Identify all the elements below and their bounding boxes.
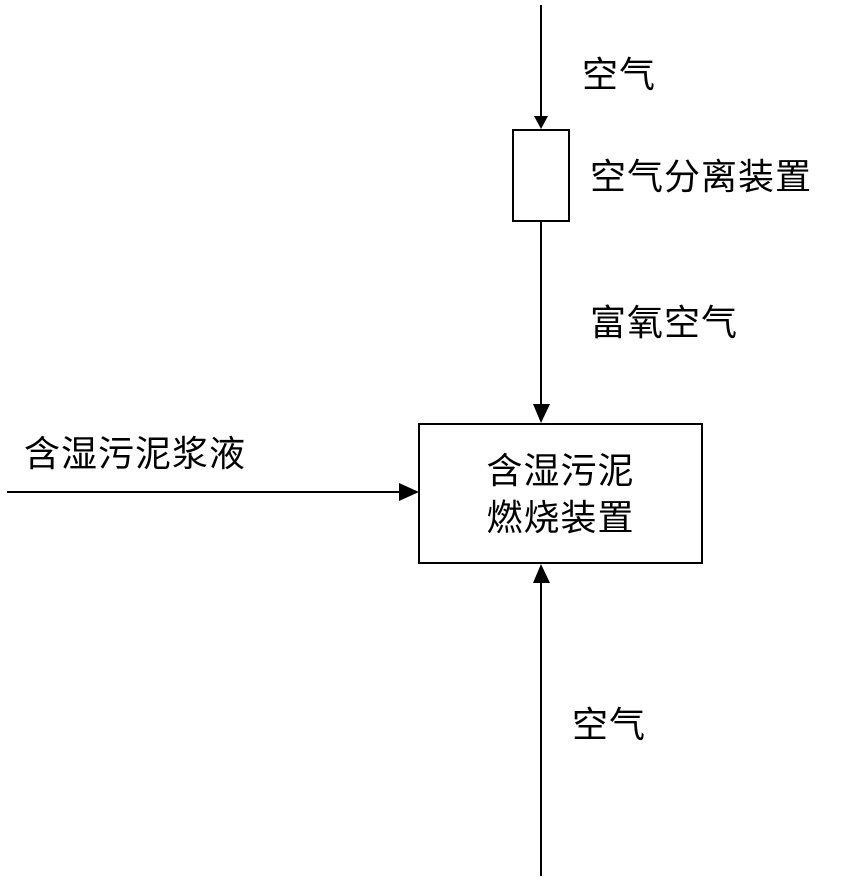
label-oxygen-rich-air: 富氧空气 — [590, 303, 739, 344]
label-air-bottom: 空气 — [572, 705, 647, 746]
combustor-label-line2: 燃烧装置 — [486, 498, 635, 539]
arrow-into-combustor-top — [533, 404, 550, 423]
air-separation-unit — [512, 129, 570, 222]
arrow-into-separator — [534, 116, 548, 129]
arrow-into-combustor-left — [399, 483, 419, 501]
label-air-top: 空气 — [582, 55, 657, 96]
sludge-combustion-unit — [418, 423, 703, 564]
label-air-separation-unit: 空气分离装置 — [590, 157, 813, 198]
label-sludge-slurry: 含湿污泥浆液 — [24, 434, 247, 475]
combustor-label-line1: 含湿污泥 — [486, 451, 635, 492]
arrow-into-combustor-bottom — [533, 564, 550, 583]
